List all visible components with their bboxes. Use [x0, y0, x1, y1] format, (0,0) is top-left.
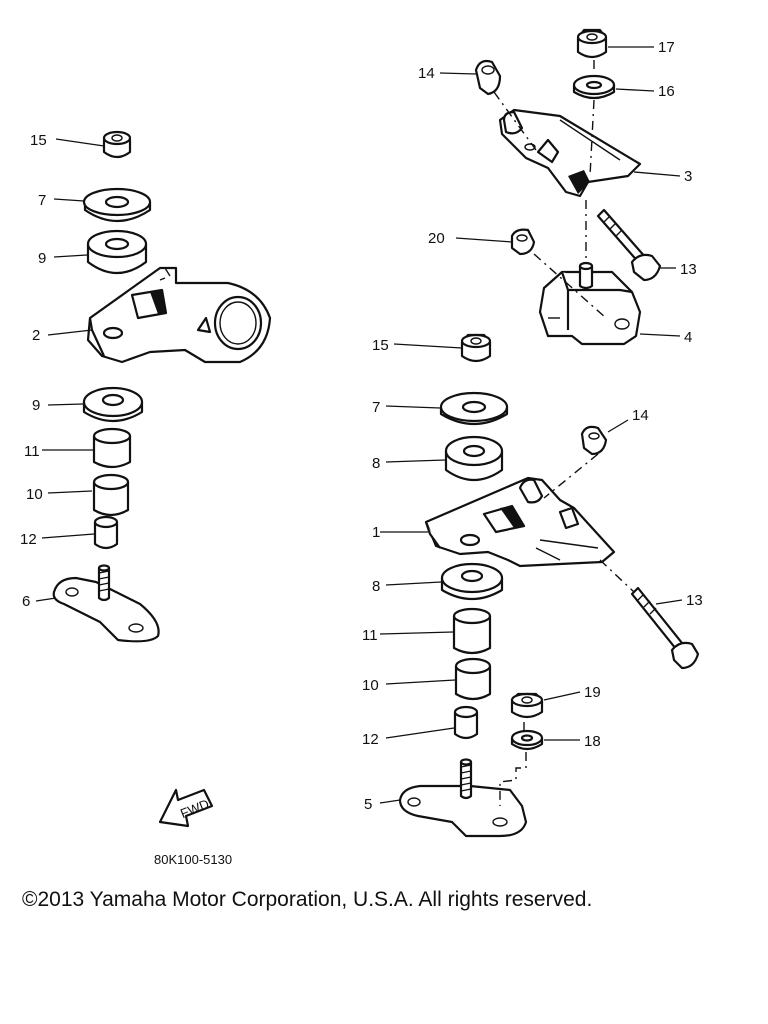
drawing-code: 80K100-5130 [154, 852, 232, 867]
callout-11-left: 11 [24, 443, 40, 460]
part-7-washer-right [439, 391, 509, 425]
callout-17: 17 [658, 39, 675, 56]
part-10-collar-right [454, 657, 492, 701]
callout-4: 4 [684, 329, 692, 346]
callout-6: 6 [22, 593, 30, 610]
callout-9-upper-left: 9 [38, 250, 46, 267]
callout-12-right: 12 [362, 731, 379, 748]
callout-15-left: 15 [30, 132, 47, 149]
part-18-washer [510, 729, 544, 751]
callout-13-upper: 13 [680, 261, 697, 278]
part-3-bracket [498, 108, 642, 198]
callout-19: 19 [584, 684, 601, 701]
callout-20: 20 [428, 230, 445, 247]
part-4-engine-mount [538, 261, 642, 346]
part-5-base-right [398, 758, 528, 838]
part-9-rubber-upper-left [86, 229, 148, 274]
callout-9-lower-left: 9 [32, 397, 40, 414]
callout-2: 2 [32, 327, 40, 344]
callout-7-left: 7 [38, 192, 46, 209]
part-20-nut [510, 228, 536, 256]
part-16-washer [572, 74, 616, 100]
callout-10-left: 10 [26, 486, 43, 503]
callout-13-lower: 13 [686, 592, 703, 609]
part-15-nut-right [460, 333, 492, 363]
part-8-rubber-lower-right [440, 562, 504, 600]
callout-14-lower: 14 [632, 407, 649, 424]
callout-10-right: 10 [362, 677, 379, 694]
part-8-rubber-upper-right [444, 435, 504, 481]
part-11-collar-right [452, 607, 492, 655]
callout-15-right: 15 [372, 337, 389, 354]
leader-lines [35, 46, 683, 804]
part-14-nut-upper [474, 59, 502, 96]
assembly-centerlines [493, 60, 635, 806]
forward-arrow-icon: FWD [158, 788, 214, 828]
callout-16: 16 [658, 83, 675, 100]
part-10-collar-left [92, 473, 130, 517]
part-13-bolt-upper [596, 208, 662, 282]
callout-18: 18 [584, 733, 601, 750]
part-11-collar-left [92, 427, 132, 469]
callout-14-upper: 14 [418, 65, 435, 82]
part-15-nut-left [102, 130, 132, 159]
callout-5: 5 [364, 796, 372, 813]
callout-labels: 15 7 9 2 9 11 10 12 6 14 17 16 3 20 13 4… [20, 39, 703, 813]
part-1-bracket [424, 476, 616, 568]
callout-1: 1 [372, 524, 380, 541]
part-12-collar-right [453, 705, 479, 740]
callout-8-upper-right: 8 [372, 455, 380, 472]
part-6-base-left [52, 564, 160, 643]
callout-7-right: 7 [372, 399, 380, 416]
callout-3: 3 [684, 168, 692, 185]
part-14-nut-lower [580, 425, 608, 456]
callout-8-lower-right: 8 [372, 578, 380, 595]
copyright-notice: ©2013 Yamaha Motor Corporation, U.S.A. A… [22, 888, 593, 911]
part-9-rubber-lower-left [82, 386, 144, 422]
part-12-collar-left [93, 515, 119, 550]
part-2-bracket [86, 266, 272, 364]
callout-11-right: 11 [362, 627, 378, 644]
part-13-bolt-lower [630, 586, 700, 670]
part-17-nut [576, 28, 608, 59]
part-7-washer-left [82, 187, 152, 222]
callout-12-left: 12 [20, 531, 37, 548]
part-19-nut [510, 692, 544, 719]
